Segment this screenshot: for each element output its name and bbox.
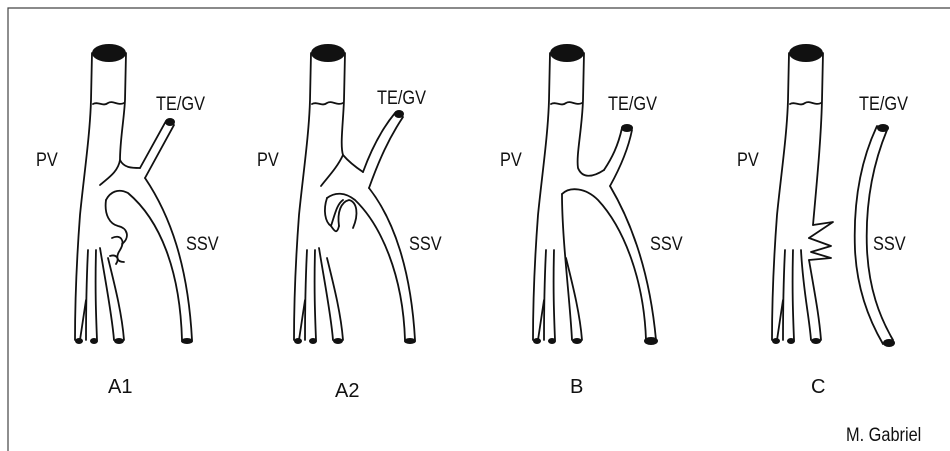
portal-vein-trunk-right-wall [578, 53, 604, 176]
portal-vein-trunk-left-wall [533, 53, 550, 340]
root-cap [787, 338, 795, 344]
root-cap [294, 338, 302, 344]
portal-vein-trunk-left-wall [294, 53, 311, 340]
portal-root-middle-right [96, 250, 97, 340]
root-cap [333, 338, 343, 344]
portal-root-middle-right [315, 250, 316, 340]
splenic-vein-bottom-cap [883, 339, 895, 347]
portal-root-middle-left [86, 250, 88, 340]
portal-root-middle-left [544, 250, 546, 340]
portal-root-middle-left [305, 250, 307, 340]
root-cap [533, 338, 541, 344]
label-splenic-vein: SSV [650, 233, 683, 254]
panel-caption: B [570, 376, 583, 398]
label-portal-vein: PV [737, 149, 759, 170]
label-portal-vein: PV [36, 149, 58, 170]
panel-caption: A2 [335, 380, 359, 402]
root-cap [114, 338, 124, 344]
root-cap [644, 337, 658, 345]
label-gastric-vein: TE/GV [377, 87, 426, 108]
collateral-loop-right [338, 200, 356, 228]
junction-upper-wall [321, 155, 343, 186]
label-gastric-vein: TE/GV [608, 93, 657, 114]
portal-root-middle-right [793, 250, 794, 340]
root-cap [181, 338, 193, 344]
label-splenic-vein: SSV [873, 233, 906, 254]
panel-caption: C [811, 376, 825, 398]
label-splenic-vein: SSV [186, 233, 219, 254]
panel-caption: A1 [108, 376, 132, 398]
portal-vein-seam [551, 102, 582, 104]
portal-vein-trunk-right-wall [342, 53, 363, 172]
root-cap [309, 338, 317, 344]
label-portal-vein: PV [257, 149, 279, 170]
collateral-loop-left [325, 198, 343, 226]
portal-root-right-right [809, 260, 821, 340]
panel-a1: PV TE/GV SSV A1 [36, 44, 219, 398]
panel-c: PV TE/GV SSV C [737, 44, 908, 398]
portal-vein-top-cap [789, 44, 823, 62]
portal-vein-trunk-right-wall [120, 53, 140, 168]
portal-root-inner [777, 300, 783, 340]
portal-vein-top-cap [92, 44, 126, 62]
splenic-vein-inner-wall [562, 189, 646, 340]
portal-vein-seam [93, 102, 124, 104]
label-portal-vein: PV [500, 149, 522, 170]
portal-vein-trunk-right-wall [813, 53, 823, 225]
panel-a2: PV TE/GV SSV A2 [257, 44, 442, 402]
root-cap [75, 338, 83, 344]
portal-root-right-left [562, 194, 572, 340]
gastric-vein-right-wall [610, 130, 632, 186]
gastric-vein-cap [165, 118, 175, 126]
portal-root-inner [299, 300, 305, 340]
diagram-frame [8, 8, 950, 451]
panel-b: PV TE/GV SSV B [500, 44, 683, 398]
portal-root-right-left [319, 248, 333, 340]
portal-root-inner [80, 300, 86, 340]
portal-root-right-right [108, 258, 124, 340]
portal-vein-trunk-left-wall [772, 53, 789, 340]
splenic-vein-inner-wall [106, 191, 182, 340]
root-cap [404, 338, 416, 344]
gastric-vein-right-wall [369, 117, 403, 188]
portal-vein-top-cap [311, 44, 345, 62]
gastric-vein-left-wall [140, 121, 166, 168]
portal-root-middle-left [783, 250, 785, 340]
root-cap [572, 338, 582, 344]
root-cap [548, 338, 556, 344]
portal-vein-seam [312, 102, 343, 104]
gastric-vein-left-wall [604, 128, 622, 170]
portal-vein-seam [790, 102, 821, 104]
portal-vein-top-cap [550, 44, 584, 62]
label-splenic-vein: SSV [409, 233, 442, 254]
root-cap [811, 338, 821, 344]
portal-vein-trunk-left-wall [75, 53, 92, 340]
portal-root-middle-right [554, 250, 555, 340]
author-credit: M. Gabriel [846, 424, 921, 445]
portal-root-right-left [100, 248, 114, 340]
root-cap [772, 338, 780, 344]
label-gastric-vein: TE/GV [156, 93, 205, 114]
gastric-vein-cap [394, 110, 404, 118]
root-cap [90, 338, 98, 344]
label-gastric-vein: TE/GV [859, 93, 908, 114]
portal-root-inner [538, 300, 544, 340]
collateral-small [110, 255, 118, 264]
gastric-vein-cap [621, 124, 633, 132]
junction-upper-wall [100, 160, 120, 185]
splenic-vein-top-cap [877, 124, 889, 132]
portal-root-right-right [327, 258, 343, 340]
collateral-loop-link [331, 226, 339, 231]
stub-collateral-lower [809, 238, 831, 260]
stub-collateral-upper [809, 222, 833, 238]
